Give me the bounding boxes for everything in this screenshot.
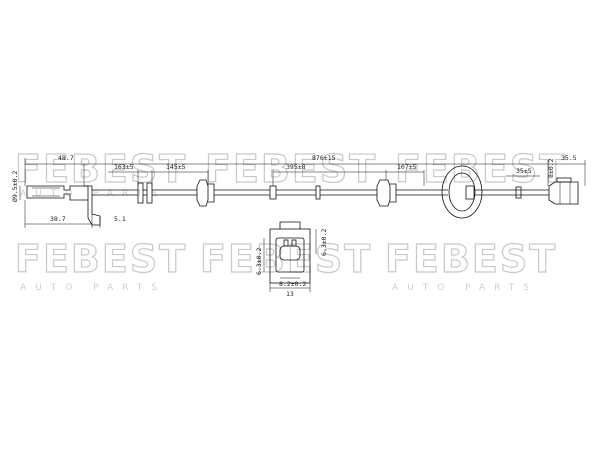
cable-clip-6: [515, 186, 522, 199]
ring-grommet-inner: [448, 172, 476, 212]
dim-876: 876±15: [312, 154, 336, 162]
ring-grommet-clip: [465, 185, 475, 200]
cable-clip-4: [315, 185, 321, 200]
grommet-1a: [137, 182, 144, 204]
dim-107: 107±5: [397, 163, 417, 171]
dim-conn-w1: 8.2±0.2: [279, 280, 306, 288]
dim-conn-h1: 6.3±0.2: [255, 248, 263, 275]
dim-38-7: 38.7: [50, 215, 66, 223]
dim-145: 145±5: [166, 163, 186, 171]
watermark-brand-4: FEBEST: [15, 237, 187, 281]
top-dimensions: [19, 158, 586, 200]
sensor-bottom-dims: [24, 200, 101, 228]
watermark-sub-3: AUTO PARTS: [392, 283, 538, 293]
ring-grommet-outer: [441, 165, 483, 219]
dim-8: 8±0.2: [547, 158, 555, 178]
connector-latch-top: [279, 221, 301, 229]
watermark-brand-1: FEBEST: [15, 147, 187, 191]
connector-outer: [269, 228, 311, 284]
sensor-cable: [26, 165, 579, 226]
watermark-layer: FEBEST AUTO PARTS FEBEST FEBEST FEBEST A…: [14, 146, 567, 293]
dim-395: 395±8: [286, 163, 306, 171]
dim-conn-h2: 6.3±0.2: [320, 229, 328, 256]
connector-detail: [263, 221, 317, 292]
watermark-sub-2: AUTO PARTS: [20, 283, 166, 293]
dim-48-7: 48.7: [58, 154, 74, 162]
watermark-brand-6: FEBEST: [385, 237, 557, 281]
watermark-brand-5: FEBEST: [200, 237, 372, 281]
end-connector: [548, 181, 579, 205]
connector-latch: [556, 177, 572, 183]
dim-35-5: 35.5: [561, 154, 577, 162]
dim-sensor-diameter: Ø9.5±0.2: [11, 171, 19, 202]
dim-163: 163±5: [114, 163, 134, 171]
watermark-sub-1: AUTO PARTS: [20, 189, 166, 199]
grommet-1b: [146, 182, 153, 204]
cable-clip-5: [376, 179, 391, 207]
watermark-brand-3: FEBEST: [395, 147, 567, 191]
dim-35: 35±5: [516, 167, 532, 175]
watermark-brand-2: FEBEST: [205, 147, 377, 191]
connector-inner: [275, 237, 305, 273]
dim-conn-w2: 13: [286, 290, 294, 298]
dim-5-1: 5.1: [114, 215, 126, 223]
connector-pin-block: [279, 245, 301, 261]
cable-clip-2: [196, 179, 209, 207]
